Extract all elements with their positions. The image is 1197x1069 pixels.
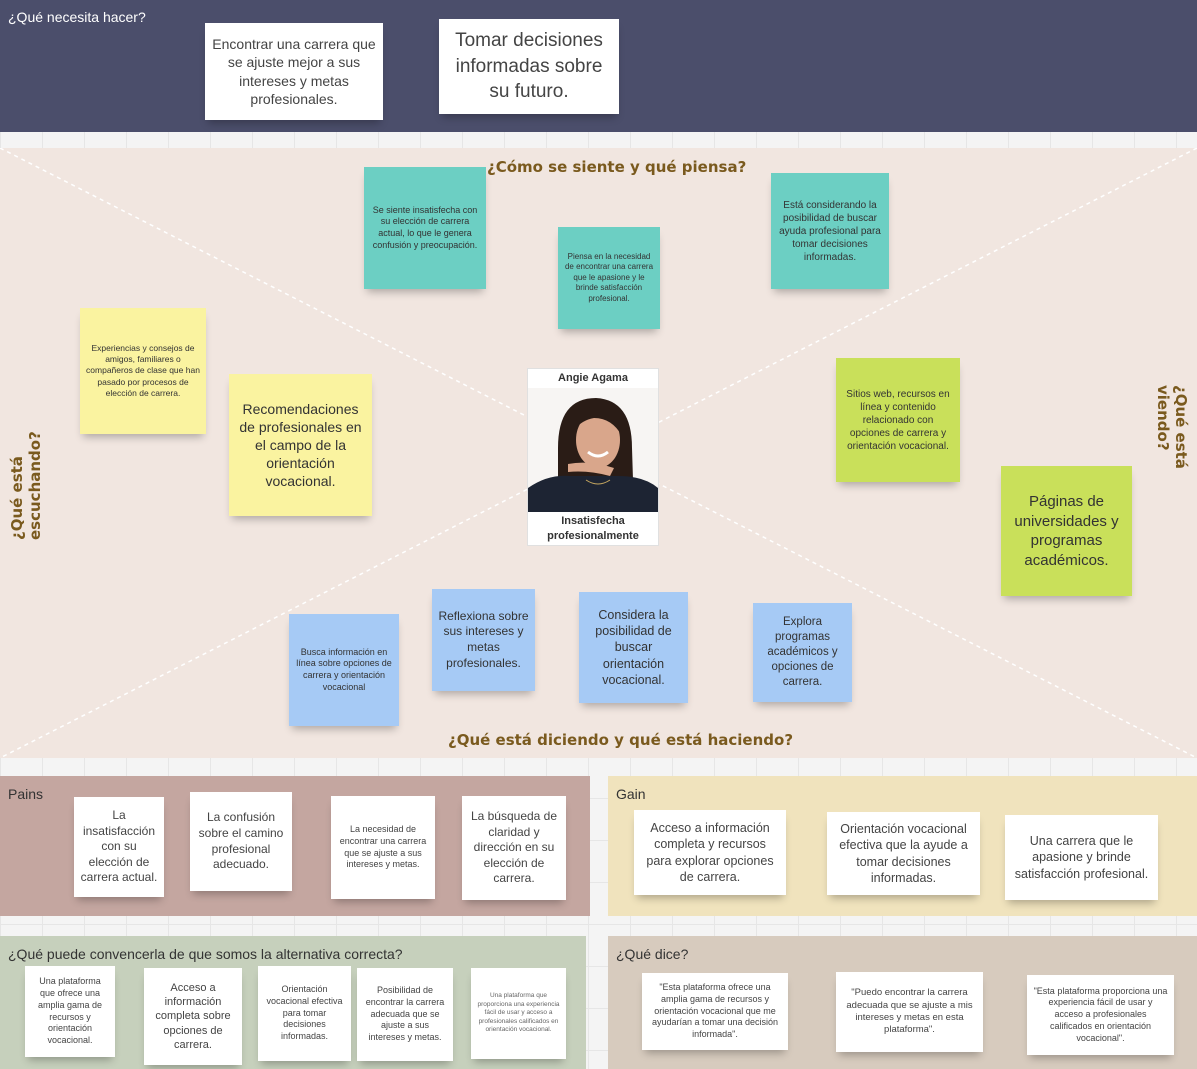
- sticky-note[interactable]: Se siente insatisfecha con su elección d…: [364, 167, 486, 289]
- persona-card[interactable]: Angie Agama Insatisfecha profesionalment…: [527, 368, 659, 546]
- sticky-note[interactable]: Considera la posibilidad de buscar orien…: [579, 592, 688, 703]
- sticky-note[interactable]: Acceso a información completa sobre opci…: [144, 968, 242, 1065]
- sticky-note[interactable]: Explora programas académicos y opciones …: [753, 603, 852, 702]
- sticky-note[interactable]: Sitios web, recursos en línea y contenid…: [836, 358, 960, 482]
- persona-photo: [528, 388, 658, 512]
- sticky-note[interactable]: Páginas de universidades y programas aca…: [1001, 466, 1132, 596]
- sticky-note[interactable]: Encontrar una carrera que se ajuste mejo…: [205, 23, 383, 120]
- sticky-note[interactable]: Piensa en la necesidad de encontrar una …: [558, 227, 660, 329]
- sticky-note[interactable]: "Puedo encontrar la carrera adecuada que…: [836, 972, 983, 1052]
- say-do-label: ¿Qué está diciendo y qué está haciendo?: [448, 731, 794, 749]
- sticky-note[interactable]: "Esta plataforma proporciona una experie…: [1027, 975, 1174, 1055]
- pains-title: Pains: [8, 786, 44, 802]
- gain-title: Gain: [616, 786, 646, 802]
- sticky-note[interactable]: Reflexiona sobre sus intereses y metas p…: [432, 589, 535, 691]
- sticky-note[interactable]: Acceso a información completa y recursos…: [634, 810, 786, 895]
- sticky-note[interactable]: Experiencias y consejos de amigos, famil…: [80, 308, 206, 434]
- sticky-note[interactable]: La búsqueda de claridad y dirección en s…: [462, 796, 566, 900]
- persona-caption: Insatisfecha profesionalmente: [547, 515, 639, 542]
- needs-title: ¿Qué necesita hacer?: [8, 9, 146, 25]
- sticky-note[interactable]: Recomendaciones de profesionales en el c…: [229, 374, 372, 516]
- persona-name: Angie Agama: [558, 372, 628, 384]
- sticky-note[interactable]: "Esta plataforma ofrece una amplia gama …: [642, 973, 788, 1050]
- sticky-note[interactable]: Posibilidad de encontrar la carrera adec…: [357, 968, 453, 1061]
- sticky-note[interactable]: Tomar decisiones informadas sobre su fut…: [439, 19, 619, 114]
- sticky-note[interactable]: La confusión sobre el camino profesional…: [190, 792, 292, 891]
- sticky-note[interactable]: Una plataforma que proporciona una exper…: [471, 968, 566, 1059]
- sticky-note[interactable]: Una plataforma que ofrece una amplia gam…: [25, 966, 115, 1057]
- sticky-note[interactable]: Está considerando la posibilidad de busc…: [771, 173, 889, 289]
- sticky-note[interactable]: Una carrera que le apasione y brinde sat…: [1005, 815, 1158, 900]
- sticky-note[interactable]: Busca información en línea sobre opcione…: [289, 614, 399, 726]
- think-feel-label: ¿Cómo se siente y qué piensa?: [487, 158, 747, 176]
- convince-title: ¿Qué puede convencerla de que somos la a…: [8, 946, 403, 962]
- see-label: ¿Qué está viendo?: [1154, 385, 1190, 469]
- says-title: ¿Qué dice?: [616, 946, 689, 962]
- sticky-note[interactable]: La necesidad de encontrar una carrera qu…: [331, 796, 435, 899]
- sticky-note[interactable]: La insatisfacción con su elección de car…: [74, 797, 164, 897]
- sticky-note[interactable]: Orientación vocacional efectiva para tom…: [258, 966, 351, 1061]
- sticky-note[interactable]: Orientación vocacional efectiva que la a…: [827, 812, 980, 895]
- hear-label: ¿Qué está escuchando?: [8, 431, 44, 540]
